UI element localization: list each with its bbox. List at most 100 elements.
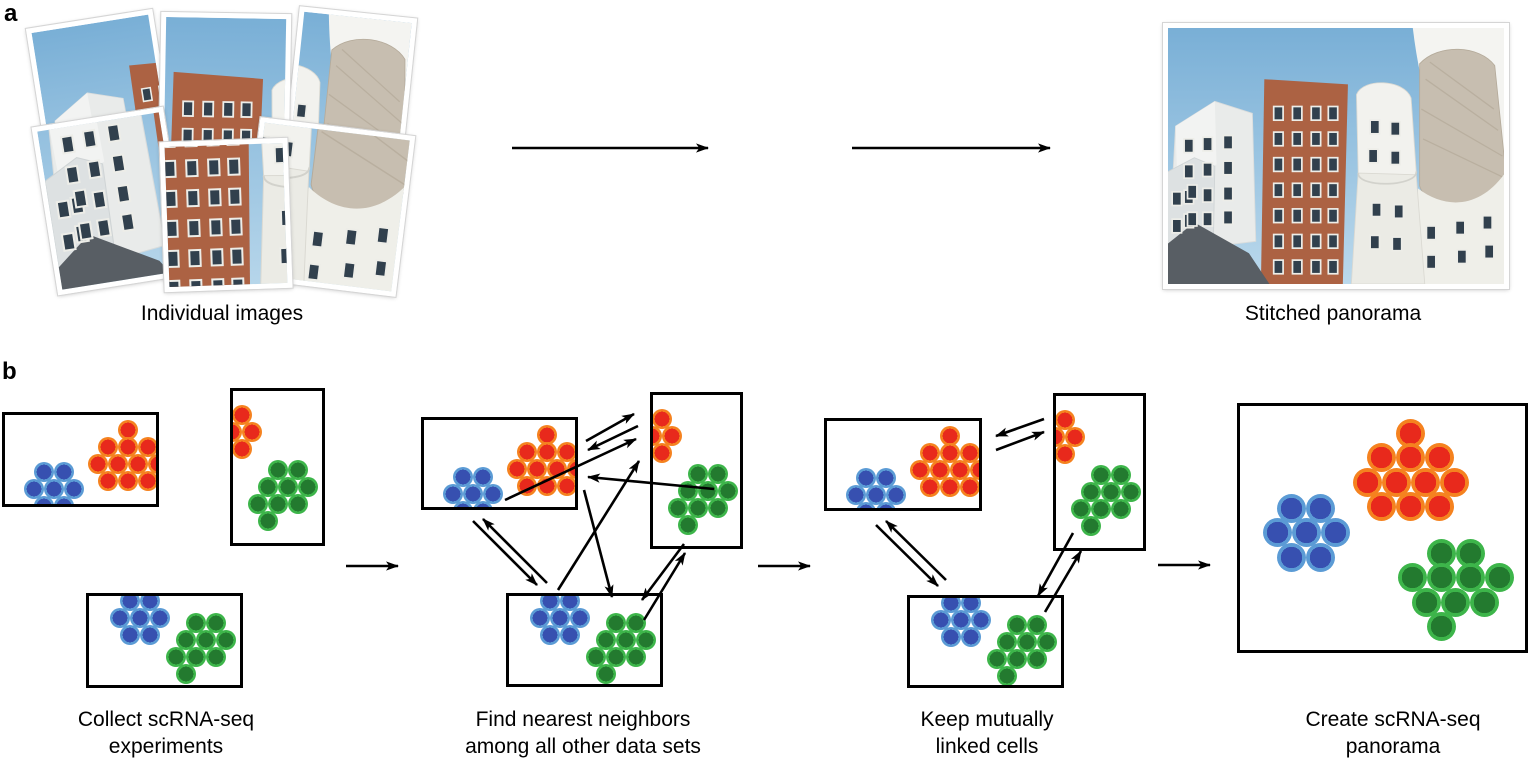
blue-cell-dot (570, 608, 590, 628)
green-cell-dot (636, 630, 656, 650)
arrow (582, 489, 614, 598)
orange-cell-dot (98, 471, 118, 491)
blue-cell-dot (1291, 517, 1321, 547)
orange-cell-dot (1065, 427, 1085, 447)
green-cell-dot (586, 647, 606, 667)
green-cell-dot (626, 647, 646, 667)
blue-cell-dot (961, 598, 981, 613)
dataset-box (1237, 403, 1528, 653)
blue-cell-dot (846, 485, 866, 505)
green-cell-dot (1071, 499, 1091, 519)
green-cell-dot (248, 494, 268, 514)
blue-cell-dot (856, 468, 876, 488)
green-cell-dot (1455, 562, 1485, 592)
orange-cell-dot (653, 426, 662, 446)
orange-cell-dot (1056, 427, 1065, 447)
step-caption-line: among all other data sets (465, 735, 701, 758)
blue-cell-dot (961, 627, 981, 647)
panel-b-label: b (2, 358, 17, 385)
green-cell-dot (668, 498, 688, 518)
blue-cell-dot (931, 610, 951, 630)
step-caption-line: Create scRNA-seq (1305, 708, 1481, 731)
step-caption-keep-mutual: Keep mutually linked cells (857, 706, 1117, 760)
orange-cell-dot (1366, 491, 1396, 521)
orange-cell-dot (233, 422, 242, 442)
dataset-box (506, 593, 663, 687)
green-cell-dot (1121, 482, 1141, 502)
dataset-box (1053, 393, 1146, 551)
blue-cell-dot (24, 479, 44, 499)
orange-cell-dot (650, 392, 652, 412)
blue-cell-dot (140, 596, 160, 611)
green-cell-dot (1091, 499, 1111, 519)
orange-cell-dot (517, 476, 537, 496)
orange-cell-dot (88, 454, 108, 474)
blue-cell-dot (1320, 517, 1350, 547)
orange-cell-dot (960, 477, 979, 497)
orange-cell-dot (1053, 393, 1055, 413)
orange-cell-dot (970, 460, 979, 480)
green-cell-dot (997, 666, 1017, 685)
orange-cell-dot (230, 405, 232, 425)
green-cell-dot (1081, 516, 1101, 536)
green-cell-dot (1426, 562, 1456, 592)
green-cell-dot (1027, 615, 1047, 635)
step-caption-line: Find nearest neighbors (475, 708, 691, 731)
blue-cell-dot (971, 610, 991, 630)
green-cell-dot (1027, 649, 1047, 669)
orange-cell-dot (662, 426, 682, 446)
orange-cell-dot (960, 443, 979, 463)
dataset-box (824, 418, 982, 511)
dataset-box (86, 593, 243, 688)
green-cell-dot (1469, 587, 1499, 617)
blue-cell-dot (1276, 542, 1306, 572)
green-cell-dot (268, 460, 288, 480)
orange-cell-dot (920, 443, 940, 463)
green-cell-dot (258, 477, 278, 497)
blue-cell-dot (856, 502, 876, 508)
blue-cell-dot (1262, 517, 1292, 547)
blue-cell-dot (483, 484, 503, 504)
green-cell-dot (616, 630, 636, 650)
green-cell-dot (606, 613, 626, 633)
green-cell-dot (1411, 587, 1441, 617)
orange-cell-dot (930, 460, 950, 480)
dataset-box (650, 392, 743, 549)
green-cell-dot (1397, 562, 1427, 592)
stata-building-illustration (164, 142, 288, 288)
arrow (995, 430, 1045, 452)
green-cell-dot (288, 460, 308, 480)
orange-cell-dot (940, 426, 960, 446)
orange-cell-dot (1056, 410, 1075, 430)
step-caption-find-neighbors: Find nearest neighbors among all other d… (433, 706, 733, 760)
step-caption-collect: Collect scRNA-seq experiments (36, 706, 296, 760)
step-caption-line: Keep mutually (920, 708, 1054, 731)
arrow (885, 520, 947, 581)
step-caption-create-panorama: Create scRNA-seq panorama (1263, 706, 1523, 760)
green-cell-dot (216, 630, 236, 650)
orange-cell-dot (128, 454, 148, 474)
orange-cell-dot (653, 443, 672, 463)
arrow (472, 520, 538, 586)
blue-cell-dot (54, 462, 74, 482)
blue-cell-dot (540, 596, 560, 611)
orange-cell-dot (98, 437, 118, 457)
stitched-panorama-photo (1162, 22, 1510, 290)
blue-cell-dot (463, 484, 483, 504)
arrow (875, 524, 939, 587)
blue-cell-dot (120, 596, 140, 611)
orange-cell-dot (118, 420, 138, 440)
green-cell-dot (268, 494, 288, 514)
orange-cell-dot (653, 409, 672, 429)
green-cell-dot (1111, 499, 1131, 519)
stata-building-illustration (1168, 28, 1504, 284)
green-cell-dot (1037, 632, 1057, 652)
blue-cell-dot (473, 467, 493, 487)
orange-cell-dot (940, 443, 960, 463)
green-cell-dot (206, 647, 226, 667)
dataset-box (907, 595, 1064, 688)
orange-cell-dot (1395, 491, 1425, 521)
orange-cell-dot (118, 471, 138, 491)
green-cell-dot (176, 664, 196, 684)
step-caption-line: panorama (1345, 735, 1441, 758)
